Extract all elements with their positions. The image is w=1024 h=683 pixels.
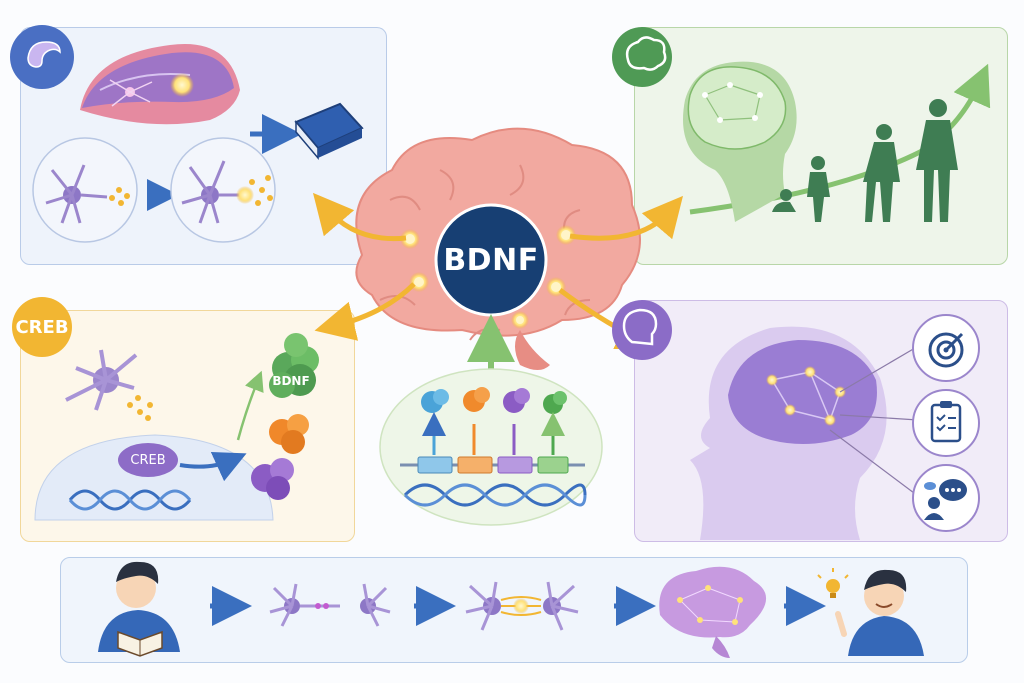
hippocampus-icon	[27, 41, 61, 68]
creb-upward-arrow	[236, 370, 264, 441]
happy-boy	[835, 569, 924, 656]
network-brain	[659, 566, 767, 658]
bdnf-center-label: BDNF	[443, 242, 539, 278]
neuron-after-circle	[170, 137, 276, 243]
lightbulb-icon	[817, 568, 849, 598]
baby-figure	[772, 189, 796, 212]
cognition-badge	[612, 300, 672, 360]
arrow-to-creb	[314, 282, 416, 341]
target-icon	[912, 314, 980, 382]
bdnf-protein-cluster	[269, 333, 319, 398]
development-badge	[612, 27, 672, 87]
neuron-before-circle	[32, 137, 138, 243]
neuron-creb	[65, 349, 153, 421]
head-profile-green	[683, 61, 797, 222]
clipboard-checklist-icon	[912, 389, 980, 457]
book-icon	[294, 102, 364, 161]
neuron-pair-weak	[269, 583, 391, 627]
creb-protein	[118, 443, 178, 477]
brain-icon	[625, 36, 667, 71]
head-profile-purple	[690, 326, 919, 540]
neuron-pair-strong	[465, 581, 579, 631]
hippocampus-slice	[80, 43, 240, 125]
growth-stages	[772, 99, 958, 222]
adult-figure	[916, 99, 958, 222]
child-figure	[807, 156, 830, 222]
teen-figure	[863, 124, 900, 222]
creb-to-protein-arrow	[179, 452, 247, 482]
arrow-to-memory	[312, 192, 407, 242]
cell-nucleus	[34, 434, 274, 521]
gene-expression-oval	[379, 368, 603, 526]
head-profile-icon	[622, 308, 658, 346]
speech-bubble-person-icon	[912, 464, 980, 532]
reading-boy	[98, 561, 180, 657]
orange-protein-cluster	[269, 414, 309, 454]
memory-badge	[10, 25, 74, 89]
purple-protein-cluster	[251, 458, 294, 500]
arrow-to-development	[569, 195, 684, 241]
bdnf-protein-label: BDNF	[272, 374, 310, 388]
protein-clusters	[421, 387, 567, 414]
creb-badge-label: CREB	[15, 316, 69, 338]
creb-badge	[12, 297, 72, 357]
creb-nucleus-label: CREB	[130, 452, 166, 468]
